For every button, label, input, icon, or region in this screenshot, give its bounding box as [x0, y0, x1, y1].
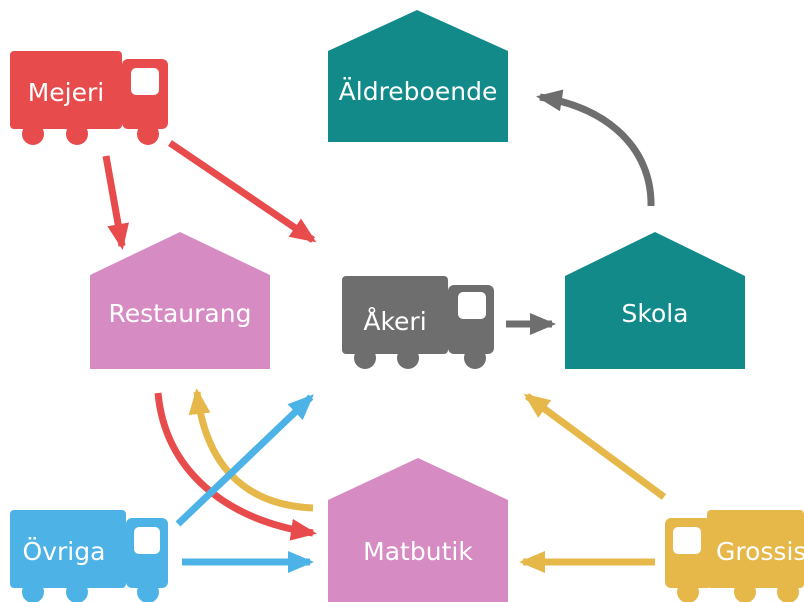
truck-wheel: [22, 581, 44, 602]
truck-window: [131, 68, 159, 95]
truck-cargo: [10, 510, 126, 588]
arrow-mejeri-to-akeri: [168, 140, 317, 243]
house-matbutik: Matbutik: [328, 458, 508, 602]
truck-wheel: [22, 123, 44, 145]
truck-cargo: [10, 51, 122, 129]
truck-wheel: [464, 347, 486, 369]
truck-window: [134, 527, 160, 554]
truck-label: Åkeri: [363, 307, 426, 336]
arrow-ovriga-to-akeri: [175, 394, 314, 527]
house-shape: [328, 10, 508, 142]
truck-wheel: [777, 581, 799, 602]
truck-wheel: [137, 123, 159, 145]
arrow-restaurang-to-matbutik: [154, 392, 317, 541]
truck-wheel: [66, 581, 88, 602]
truck-label: Grossist: [716, 537, 804, 566]
truck-akeri: Åkeri: [342, 276, 494, 369]
truck-wheel: [66, 123, 88, 145]
truck-wheel: [354, 347, 376, 369]
truck-grossist: Grossist: [665, 510, 804, 602]
house-aldreboende: Äldreboende: [328, 10, 508, 142]
house-label: Skola: [621, 299, 688, 328]
truck-wheel: [397, 347, 419, 369]
arrows: [102, 89, 667, 573]
arrow-mejeri-to-restaurang: [102, 155, 129, 250]
house-skola: Skola: [565, 232, 745, 369]
truck-wheel: [677, 581, 699, 602]
truck-label: Mejeri: [28, 78, 105, 107]
house-label: Restaurang: [109, 299, 252, 328]
truck-label: Övriga: [23, 537, 106, 566]
truck-ovriga: Övriga: [10, 510, 168, 602]
house-label: Matbutik: [363, 537, 473, 566]
house-restaurang: Restaurang: [90, 232, 270, 369]
truck-cargo: [707, 510, 804, 588]
truck-wheel: [137, 581, 159, 602]
house-shape: [565, 232, 745, 369]
arrow-grossist-to-akeri: [523, 393, 667, 500]
truck-cargo: [342, 276, 448, 354]
house-shape: [328, 458, 508, 602]
truck-wheel: [734, 581, 756, 602]
truck-window: [673, 527, 701, 554]
house-shape: [90, 232, 270, 369]
house-label: Äldreboende: [339, 77, 498, 106]
arrow-skola-to-aldreboende: [536, 89, 655, 207]
truck-mejeri: Mejeri: [10, 51, 168, 145]
truck-window: [458, 292, 486, 319]
